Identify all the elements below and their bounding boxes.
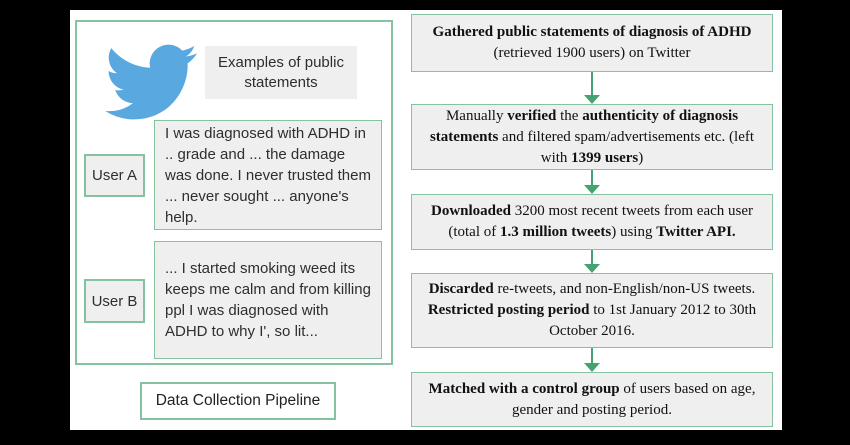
pipeline-step-1: Gathered public statements of diagnosis … — [411, 14, 773, 72]
arrow-down-icon — [583, 72, 601, 104]
figure-canvas: Examples of public statements I was diag… — [70, 10, 782, 430]
pipeline-step-4: Discarded re-tweets, and non-English/non… — [411, 273, 773, 348]
examples-panel: Examples of public statements I was diag… — [75, 20, 393, 365]
user-b-label: User B — [84, 279, 145, 323]
pipeline-flowchart: Gathered public statements of diagnosis … — [411, 10, 773, 430]
pipeline-step-2: Manually verified the authenticity of di… — [411, 104, 773, 170]
arrow-down-icon — [583, 348, 601, 372]
twitter-bird-icon — [105, 44, 197, 120]
pipeline-step-3: Downloaded 3200 most recent tweets from … — [411, 194, 773, 250]
user-b-statement: ... I started smoking weed its keeps me … — [154, 241, 382, 359]
examples-title: Examples of public statements — [205, 46, 357, 99]
user-a-label: User A — [84, 154, 145, 197]
user-a-statement: I was diagnosed with ADHD in .. grade an… — [154, 120, 382, 230]
arrow-down-icon — [583, 250, 601, 273]
figure-caption: Data Collection Pipeline — [140, 382, 336, 420]
pipeline-step-5: Matched with a control group of users ba… — [411, 372, 773, 427]
arrow-down-icon — [583, 170, 601, 194]
